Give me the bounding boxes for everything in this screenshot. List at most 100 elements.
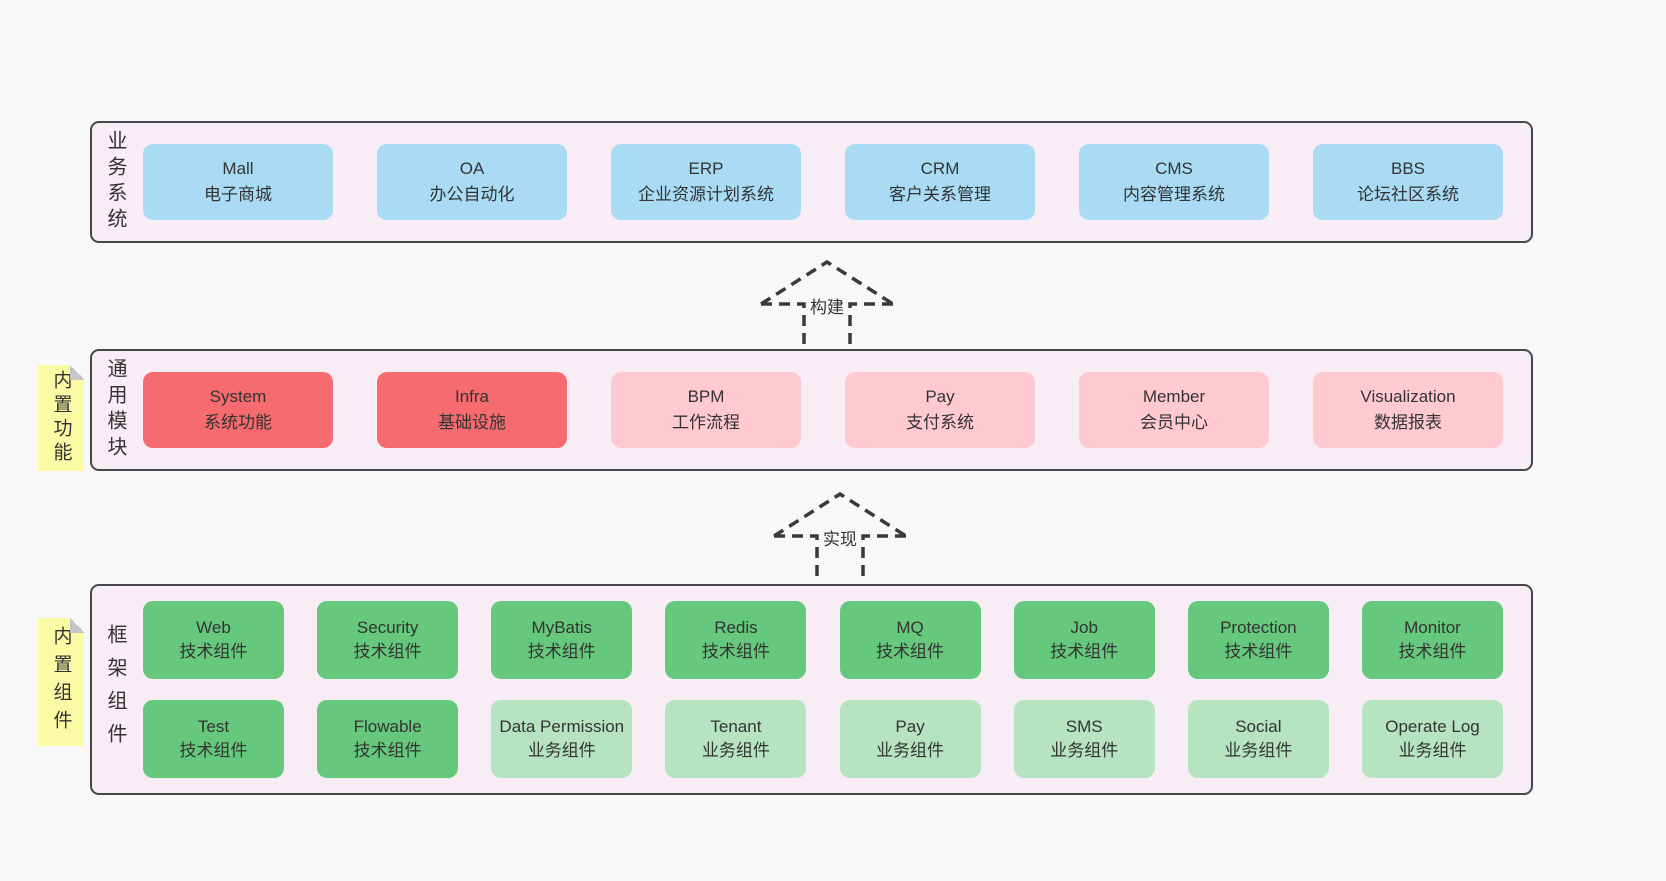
box-subtitle: 技术组件 bbox=[179, 642, 248, 661]
box-monitor: Monitor 技术组件 bbox=[1361, 601, 1503, 679]
box-social: Social 业务组件 bbox=[1187, 700, 1329, 778]
box-title: SMS bbox=[1065, 717, 1103, 736]
band-common-modules: 通用模块 System 系统功能 Infra 基础设施 BPM 工作流程 Pay… bbox=[90, 349, 1533, 471]
box-title: Data Permission bbox=[499, 717, 625, 736]
box-bbs: BBS 论坛社区系统 bbox=[1313, 144, 1503, 220]
implement-arrow-label: 实现 bbox=[819, 523, 861, 552]
box-title: Infra bbox=[454, 387, 490, 406]
box-erp: ERP 企业资源计划系统 bbox=[611, 144, 801, 220]
box-member: Member 会员中心 bbox=[1079, 372, 1269, 448]
box-subtitle: 技术组件 bbox=[527, 642, 596, 661]
build-arrow-icon: 构建 bbox=[753, 257, 901, 345]
box-operate-log: Operate Log 业务组件 bbox=[1361, 700, 1503, 778]
box-title: Pay bbox=[895, 717, 925, 736]
box-title: BBS bbox=[1390, 159, 1426, 178]
box-subtitle: 基础设施 bbox=[438, 413, 506, 432]
box-title: MyBatis bbox=[531, 618, 593, 637]
component-row-2: Test 技术组件 Flowable 技术组件 Data Permission … bbox=[143, 700, 1503, 778]
box-visualization: Visualization 数据报表 bbox=[1313, 372, 1503, 448]
box-subtitle: 技术组件 bbox=[701, 642, 770, 661]
box-subtitle: 技术组件 bbox=[179, 741, 248, 760]
box-title: BPM bbox=[687, 387, 725, 406]
dashed-up-arrow-icon bbox=[760, 259, 894, 345]
box-subtitle: 会员中心 bbox=[1140, 413, 1208, 432]
box-title: Monitor bbox=[1404, 618, 1461, 637]
box-data-permission: Data Permission 业务组件 bbox=[491, 700, 633, 778]
band-boxes: Mall 电子商城 OA 办公自动化 ERP 企业资源计划系统 CRM 客户关系… bbox=[125, 123, 1531, 241]
note-built-in-features: 内置功能 bbox=[38, 365, 85, 471]
box-title: Tenant bbox=[710, 717, 762, 736]
band-label: 业务系统 bbox=[104, 130, 126, 234]
box-subtitle: 论坛社区系统 bbox=[1357, 185, 1459, 204]
box-title: MQ bbox=[896, 618, 924, 637]
box-title: Redis bbox=[714, 618, 758, 637]
box-mall: Mall 电子商城 bbox=[143, 144, 333, 220]
box-title: ERP bbox=[688, 159, 724, 178]
box-subtitle: 客户关系管理 bbox=[889, 185, 991, 204]
box-title: System bbox=[209, 387, 267, 406]
note-built-in-components: 内置组件 bbox=[38, 618, 85, 746]
box-subtitle: 技术组件 bbox=[1224, 642, 1293, 661]
box-flowable: Flowable 技术组件 bbox=[317, 700, 459, 778]
box-oa: OA 办公自动化 bbox=[377, 144, 567, 220]
box-title: Social bbox=[1235, 717, 1282, 736]
box-mq: MQ 技术组件 bbox=[839, 601, 981, 679]
build-arrow-label: 构建 bbox=[806, 291, 848, 320]
box-title: Flowable bbox=[353, 717, 422, 736]
box-title: Mall bbox=[222, 159, 254, 178]
folded-corner-icon bbox=[70, 618, 85, 633]
box-title: Job bbox=[1070, 618, 1098, 637]
box-pay-biz: Pay 业务组件 bbox=[839, 700, 981, 778]
box-mybatis: MyBatis 技术组件 bbox=[491, 601, 633, 679]
box-redis: Redis 技术组件 bbox=[665, 601, 807, 679]
band-business-systems: 业务系统 Mall 电子商城 OA 办公自动化 ERP 企业资源计划系统 CRM… bbox=[90, 121, 1533, 243]
box-system: System 系统功能 bbox=[143, 372, 333, 448]
box-security: Security 技术组件 bbox=[317, 601, 459, 679]
box-subtitle: 支付系统 bbox=[906, 413, 974, 432]
box-subtitle: 业务组件 bbox=[1050, 741, 1119, 760]
band-boxes: System 系统功能 Infra 基础设施 BPM 工作流程 Pay 支付系统… bbox=[125, 351, 1531, 469]
box-title: Security bbox=[356, 618, 419, 637]
box-sms: SMS 业务组件 bbox=[1013, 700, 1155, 778]
box-test: Test 技术组件 bbox=[143, 700, 284, 778]
box-subtitle: 工作流程 bbox=[672, 413, 740, 432]
component-row-1: Web 技术组件 Security 技术组件 MyBatis 技术组件 Redi… bbox=[143, 601, 1503, 679]
box-title: Operate Log bbox=[1385, 717, 1480, 736]
box-subtitle: 业务组件 bbox=[527, 741, 596, 760]
box-cms: CMS 内容管理系统 bbox=[1079, 144, 1269, 220]
box-subtitle: 业务组件 bbox=[1224, 741, 1293, 760]
box-title: Visualization bbox=[1360, 387, 1456, 406]
box-subtitle: 系统功能 bbox=[204, 413, 272, 432]
box-subtitle: 技术组件 bbox=[353, 642, 422, 661]
box-subtitle: 内容管理系统 bbox=[1123, 185, 1225, 204]
box-subtitle: 企业资源计划系统 bbox=[638, 185, 774, 204]
box-title: OA bbox=[459, 159, 485, 178]
implement-arrow-icon: 实现 bbox=[766, 489, 914, 577]
box-tenant: Tenant 业务组件 bbox=[665, 700, 807, 778]
note-text: 内置组件 bbox=[50, 626, 72, 738]
box-crm: CRM 客户关系管理 bbox=[845, 144, 1035, 220]
box-title: CRM bbox=[920, 159, 960, 178]
band-label: 框架组件 bbox=[104, 623, 126, 756]
box-subtitle: 技术组件 bbox=[353, 741, 422, 760]
box-protection: Protection 技术组件 bbox=[1187, 601, 1329, 679]
box-title: Member bbox=[1142, 387, 1206, 406]
box-subtitle: 电子商城 bbox=[204, 185, 272, 204]
box-title: Pay bbox=[925, 387, 955, 406]
box-web: Web 技术组件 bbox=[143, 601, 284, 679]
note-text: 内置功能 bbox=[50, 370, 72, 466]
folded-corner-icon bbox=[70, 365, 85, 380]
dashed-up-arrow-icon bbox=[773, 491, 907, 577]
box-subtitle: 办公自动化 bbox=[429, 185, 515, 204]
box-subtitle: 技术组件 bbox=[1398, 642, 1467, 661]
box-job: Job 技术组件 bbox=[1013, 601, 1155, 679]
box-title: Test bbox=[197, 717, 230, 736]
band-framework-components: 框架组件 Web 技术组件 Security 技术组件 MyBatis 技术组件… bbox=[90, 584, 1533, 795]
box-title: Web bbox=[196, 618, 231, 637]
box-subtitle: 业务组件 bbox=[1398, 741, 1467, 760]
box-bpm: BPM 工作流程 bbox=[611, 372, 801, 448]
box-subtitle: 数据报表 bbox=[1374, 413, 1442, 432]
box-subtitle: 业务组件 bbox=[701, 741, 770, 760]
box-title: CMS bbox=[1155, 159, 1193, 178]
box-infra: Infra 基础设施 bbox=[377, 372, 567, 448]
